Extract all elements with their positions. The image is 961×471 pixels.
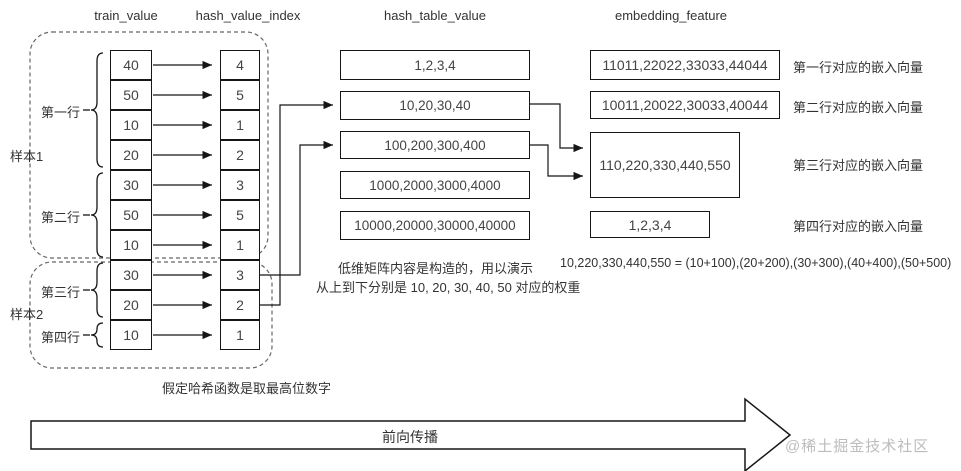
hashtable-to-embedding-connectors <box>530 103 583 181</box>
hash-table-row: 100,200,300,400 <box>340 131 530 159</box>
train-cell: 10 <box>110 230 152 260</box>
index-cell: 1 <box>220 320 260 350</box>
embedding-box: 10011,20022,30033,40044 <box>590 91 780 119</box>
row-group-label-4: 第四行 <box>40 330 80 345</box>
hash-table-row: 10000,20000,30000,40000 <box>340 211 530 240</box>
index-cell: 1 <box>220 230 260 260</box>
hash-table-row: 1000,2000,3000,4000 <box>340 171 530 199</box>
forward-propagation-label: 前向传播 <box>382 429 438 445</box>
watermark: @稀土掘金技术社区 <box>785 438 930 455</box>
sample2-label: 样本2 <box>10 307 44 322</box>
train-cell: 30 <box>110 170 152 200</box>
row-group-label-3: 第三行 <box>40 285 80 300</box>
index-cell: 1 <box>220 110 260 140</box>
train-cell: 30 <box>110 260 152 290</box>
index-cell: 4 <box>220 50 260 80</box>
hash-table-row: 1,2,3,4 <box>340 50 530 80</box>
sample1-label: 样本1 <box>10 149 44 164</box>
sum-formula: 10,220,330,440,550 = (10+100),(20+200),(… <box>560 256 952 270</box>
row-arrows <box>153 60 212 340</box>
header-train-value: train_value <box>94 8 158 23</box>
index-to-hashtable-connectors <box>260 100 333 306</box>
train-cell: 50 <box>110 200 152 230</box>
forward-propagation-arrow <box>30 397 792 471</box>
embedding-row-label-4: 第四行对应的嵌入向量 <box>793 219 924 234</box>
header-hash-value-index: hash_value_index <box>195 8 301 23</box>
train-cell: 20 <box>110 290 152 320</box>
hash-table-row: 10,20,30,40 <box>340 91 530 120</box>
header-hash-table-value: hash_table_value <box>384 8 486 23</box>
index-cell: 2 <box>220 140 260 170</box>
embedding-box: 1,2,3,4 <box>590 211 710 238</box>
train-cell: 10 <box>110 110 152 140</box>
embedding-row-label-2: 第二行对应的嵌入向量 <box>793 100 924 115</box>
hash-function-note: 假定哈希函数是取最高位数字 <box>162 381 332 396</box>
embedding-box: 110,220,330,440,550 <box>590 132 740 198</box>
embedding-row-label-3: 第三行对应的嵌入向量 <box>793 158 924 173</box>
train-cell: 40 <box>110 50 152 80</box>
matrix-note-line2: 从上到下分别是 10, 20, 30, 40, 50 对应的权重 <box>316 280 581 295</box>
index-cell: 3 <box>220 260 260 290</box>
train-cell: 10 <box>110 320 152 350</box>
index-cell: 2 <box>220 290 260 320</box>
matrix-note-line1: 低维矩阵内容是构造的，用以演示 <box>338 261 534 276</box>
embedding-row-label-1: 第一行对应的嵌入向量 <box>793 60 924 75</box>
train-cell: 50 <box>110 80 152 110</box>
row-group-braces <box>83 52 104 348</box>
index-cell: 5 <box>220 80 260 110</box>
header-embedding-feature: embedding_feature <box>614 8 728 23</box>
row-group-label-1: 第一行 <box>40 105 80 120</box>
index-cell: 3 <box>220 170 260 200</box>
index-cell: 5 <box>220 200 260 230</box>
row-group-label-2: 第二行 <box>40 210 80 225</box>
embedding-box: 11011,22022,33033,44044 <box>590 50 780 80</box>
train-cell: 20 <box>110 140 152 170</box>
